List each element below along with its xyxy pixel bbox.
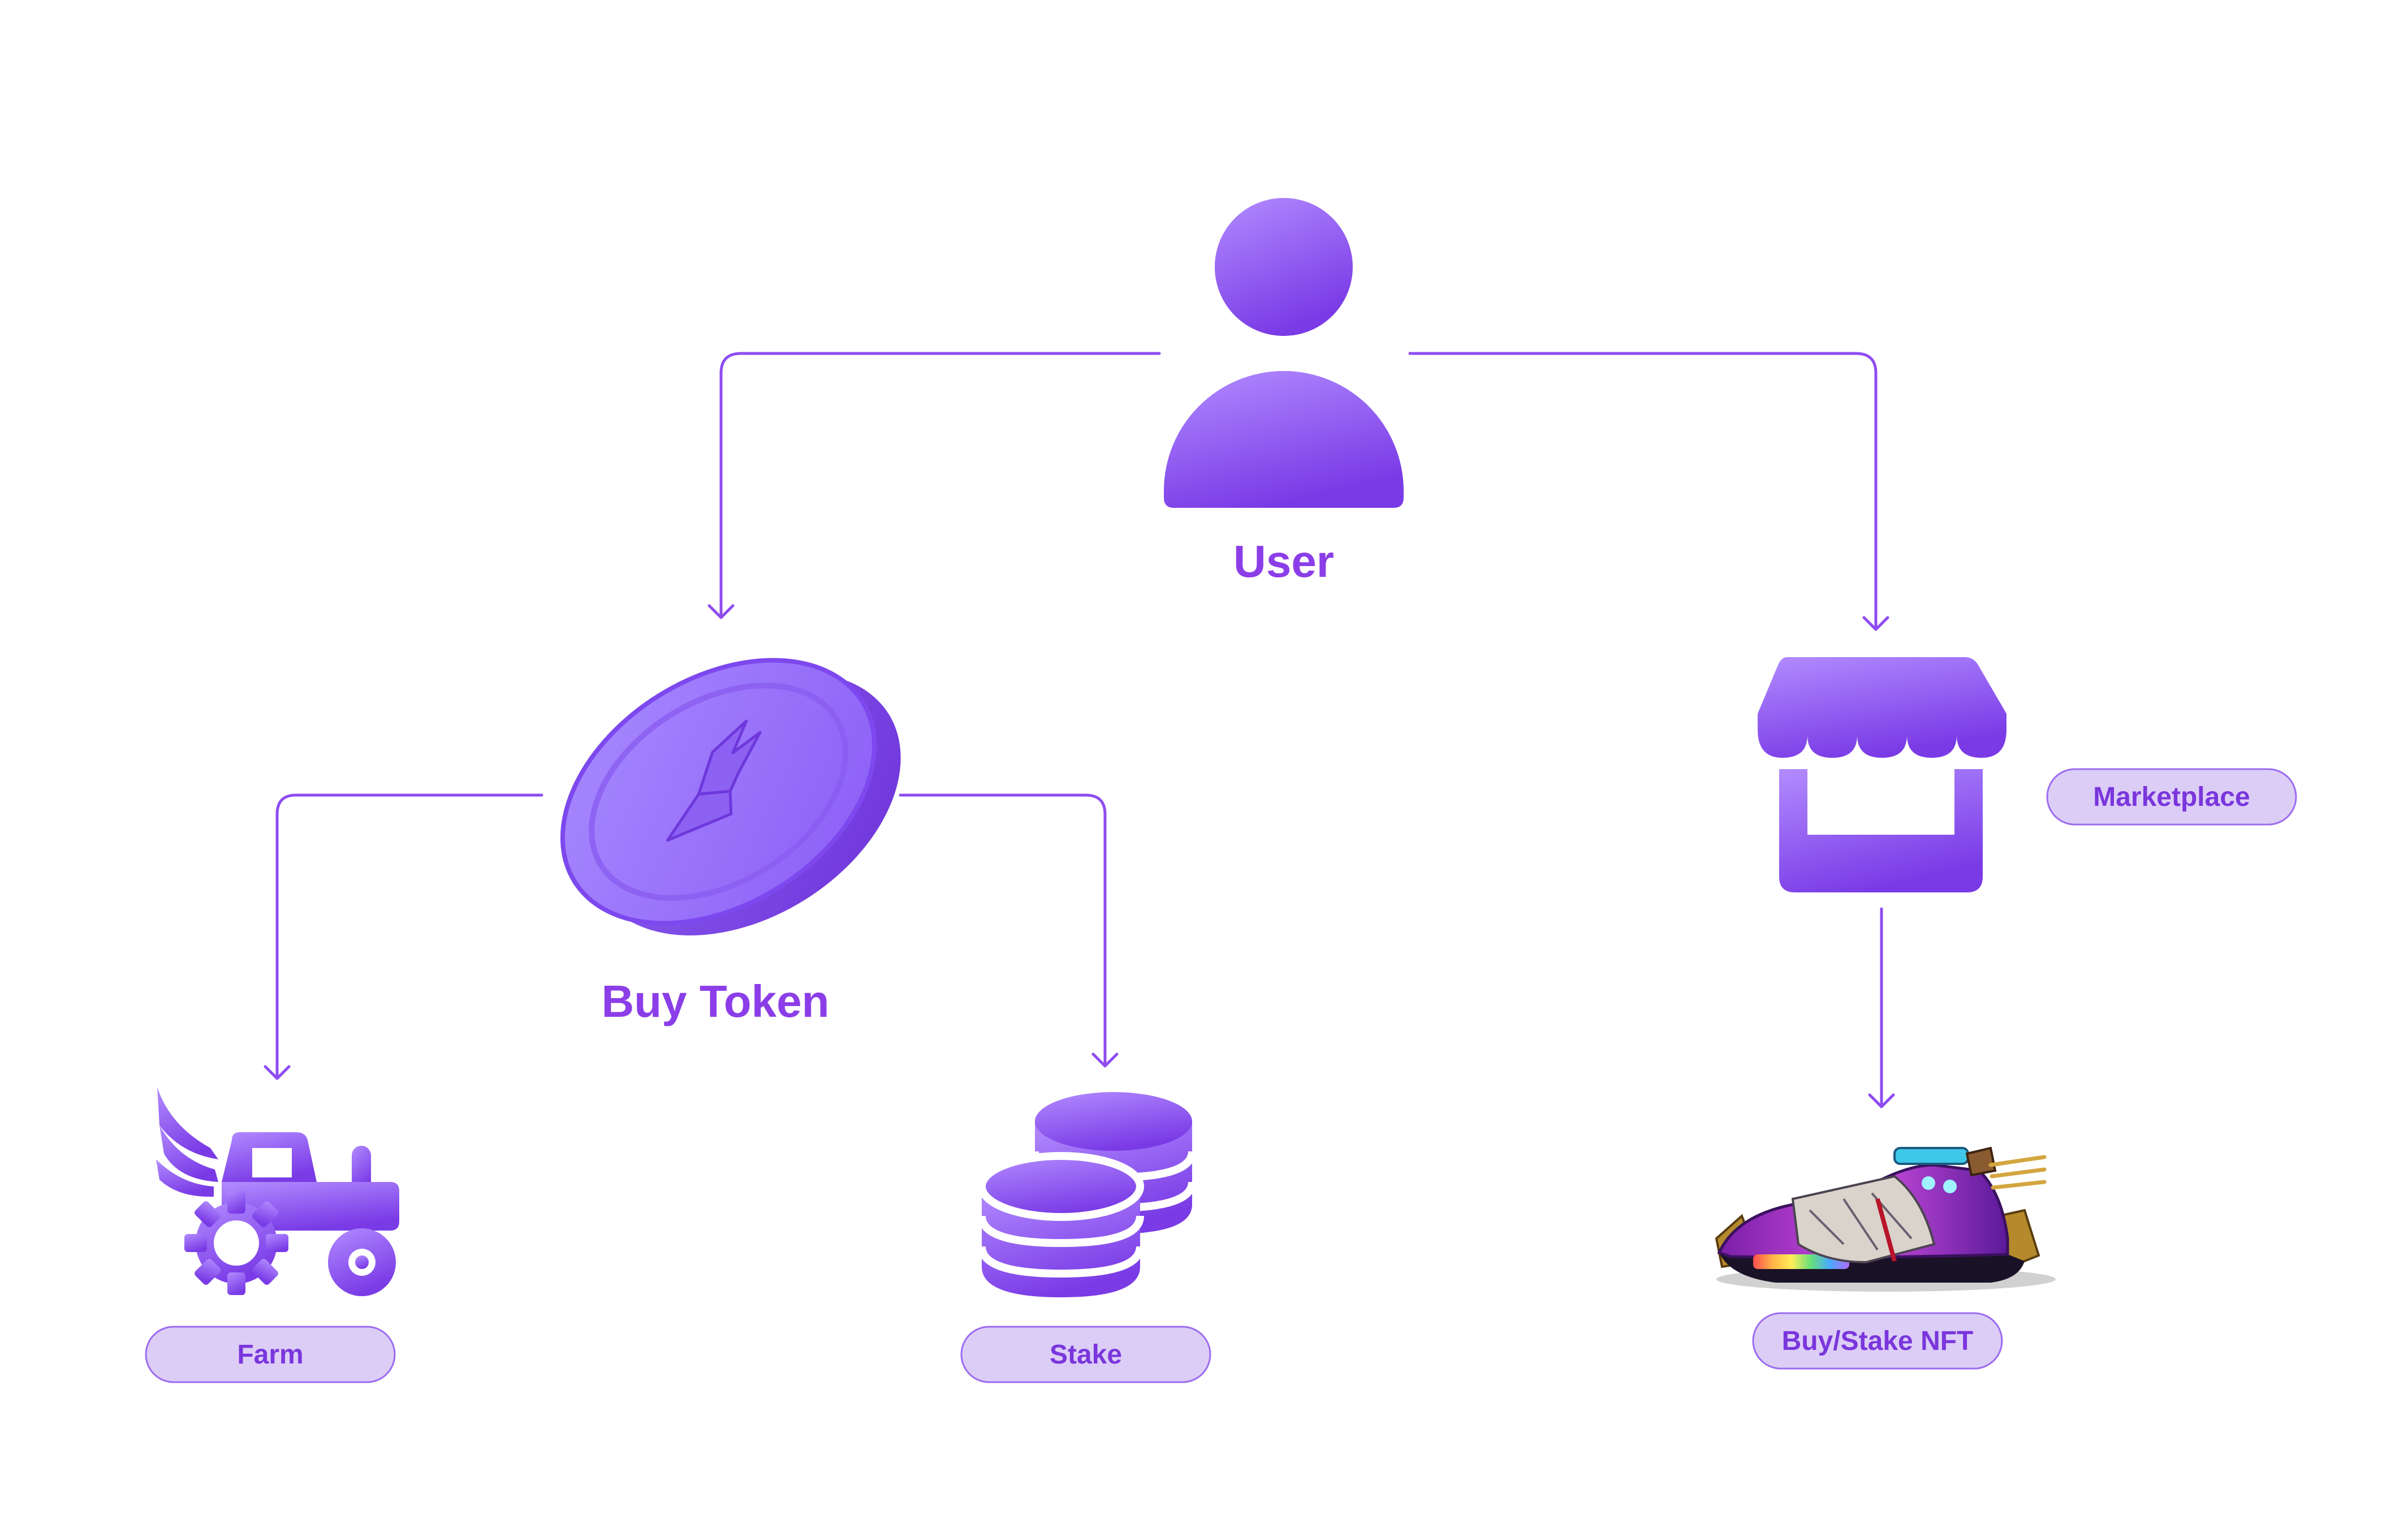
- user-icon: [1164, 198, 1404, 508]
- winged-tractor-icon: [156, 1087, 399, 1296]
- connector-user-to-marketplace: [1408, 352, 1878, 631]
- sneaker-nft-image: [1715, 1146, 2056, 1292]
- farm-label: Farm: [237, 1340, 303, 1370]
- marketplace-label: Marketplace: [2093, 782, 2250, 812]
- nft-label: Buy/Stake NFT: [1782, 1326, 1974, 1356]
- nft-node: Buy/Stake NFT: [1715, 1146, 2056, 1370]
- coin-icon: [560, 658, 901, 936]
- nft-pill: Buy/Stake NFT: [1752, 1312, 2003, 1370]
- arrowhead-nft: [1868, 1093, 1895, 1108]
- buy-token-node: Buy Token: [560, 658, 901, 1026]
- connector-token-to-farm: [275, 793, 543, 1080]
- stake-label: Stake: [1050, 1340, 1122, 1370]
- farm-node: Farm: [145, 1087, 399, 1383]
- arrowhead-buy-token: [707, 604, 735, 619]
- connectors: [264, 352, 1895, 1108]
- arrowhead-stake: [1091, 1052, 1119, 1068]
- coin-stack-icon: [978, 1092, 1196, 1297]
- marketplace-node: Marketplace: [1758, 657, 2297, 892]
- storefront-icon: [1758, 657, 2006, 892]
- user-label: User: [1233, 536, 1334, 586]
- farm-pill: Farm: [145, 1326, 396, 1383]
- connector-token-to-stake: [899, 793, 1107, 1068]
- stake-node: Stake: [960, 1092, 1211, 1383]
- arrowhead-farm: [264, 1065, 291, 1080]
- connector-user-to-buy-token: [719, 352, 1161, 619]
- marketplace-pill: Marketplace: [2046, 768, 2297, 826]
- arrowhead-marketplace: [1862, 616, 1889, 631]
- user-node: User: [1164, 198, 1404, 586]
- stake-pill: Stake: [960, 1326, 1211, 1383]
- buy-token-label: Buy Token: [601, 976, 829, 1026]
